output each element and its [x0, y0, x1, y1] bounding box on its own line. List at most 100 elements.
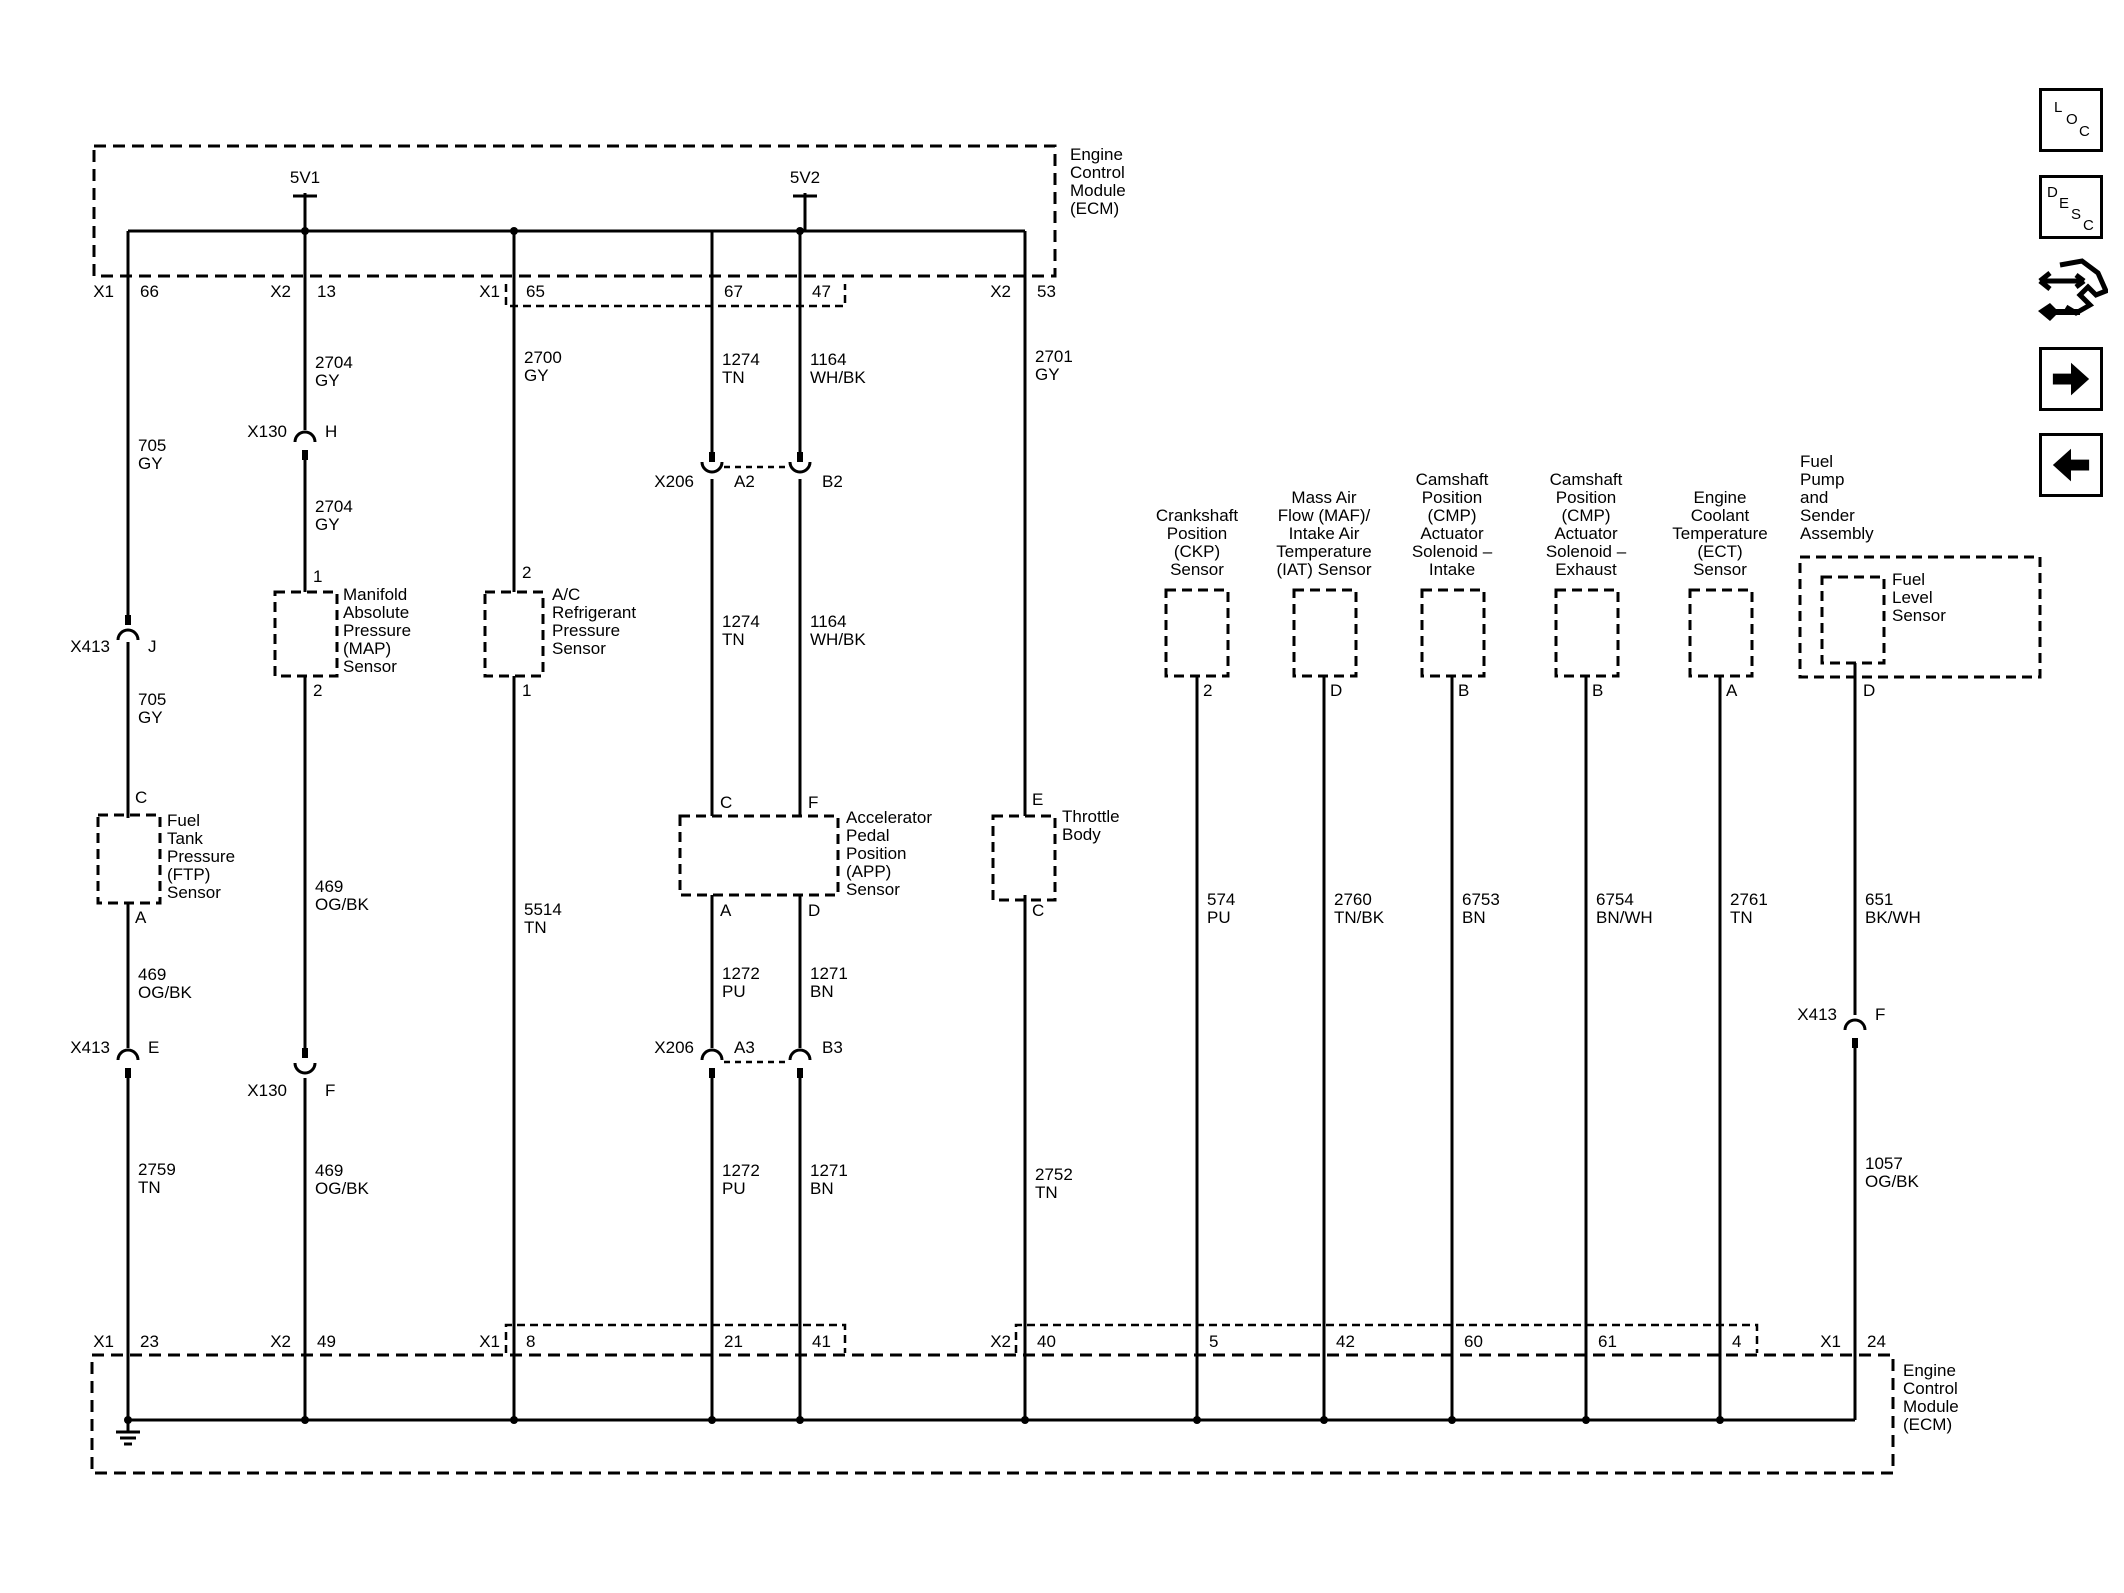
- wire-color-3: TN: [138, 1178, 161, 1197]
- bottom-pin-number-3: 21: [724, 1332, 743, 1351]
- wire-color-24: TN: [1730, 908, 1753, 927]
- supply-5v2: 5V2: [790, 168, 820, 187]
- component-label-0-line-0: Fuel: [167, 811, 200, 830]
- bottom-pin-number-9: 61: [1598, 1332, 1617, 1351]
- wire-color-2: OG/BK: [138, 983, 193, 1002]
- component-label-3-line-0: Accelerator: [846, 808, 932, 827]
- component-label-9-line-3: (ECT): [1697, 542, 1742, 561]
- component-label-4-line-0: Throttle: [1062, 807, 1120, 826]
- bottom-pin-number-2: 8: [526, 1332, 535, 1351]
- component-label-4-line-1: Body: [1062, 825, 1101, 844]
- inline-connector-name-0: X413: [70, 637, 110, 656]
- x1-pin-group-bottom: [504, 1323, 847, 1353]
- supply-5v1: 5V1: [290, 168, 320, 187]
- wire-circuit-4: 2704: [315, 353, 353, 372]
- component-label-8-line-4: Solenoid –: [1546, 542, 1627, 561]
- loc-letter-c: C: [2079, 123, 2090, 140]
- wire-circuit-5: 2704: [315, 497, 353, 516]
- top-pin-number-3: 67: [724, 282, 743, 301]
- bottom-pin-number-11: 24: [1867, 1332, 1886, 1351]
- inline-connector-pin-6: A3: [734, 1038, 755, 1057]
- wire-color-4: GY: [315, 371, 340, 390]
- bottom-pin-number-6: 5: [1209, 1332, 1218, 1351]
- inline-connector-name-4: X206: [654, 472, 694, 491]
- bottom-pin-connector-5: X2: [990, 1332, 1011, 1351]
- arrow-left-icon: [2052, 448, 2090, 482]
- component-label-5-line-2: (CKP): [1174, 542, 1220, 561]
- wire-color-25: BK/WH: [1865, 908, 1921, 927]
- component-6-pin-0: D: [1330, 681, 1342, 700]
- component-label-0-line-3: (FTP): [167, 865, 210, 884]
- desc-letter-e: E: [2059, 195, 2070, 212]
- component-label-9-line-1: Coolant: [1691, 506, 1750, 525]
- component-label-7-line-3: Actuator: [1420, 524, 1484, 543]
- component-label-3-line-2: Position: [846, 844, 906, 863]
- wire-circuit-8: 2700: [524, 348, 562, 367]
- wire-circuit-21: 2760: [1334, 890, 1372, 909]
- inline-connector-pin-7: B3: [822, 1038, 843, 1057]
- wire-color-26: OG/BK: [1865, 1172, 1920, 1191]
- wire-circuit-10: 1274: [722, 350, 760, 369]
- inline-connector-pin-0: J: [148, 637, 157, 656]
- wire-color-12: PU: [722, 982, 746, 1001]
- component-label-8-line-5: Exhaust: [1555, 560, 1617, 579]
- ecm-top-label-line-1: Control: [1070, 163, 1125, 182]
- wire-color-8: GY: [524, 366, 549, 385]
- next-page-button[interactable]: [2039, 347, 2103, 411]
- inline-connector-name-1: X413: [70, 1038, 110, 1057]
- desc-letter-c: C: [2083, 217, 2094, 234]
- wire-color-23: BN/WH: [1596, 908, 1653, 927]
- connector-tools-icon[interactable]: [2036, 255, 2110, 327]
- location-button[interactable]: L O C: [2039, 88, 2103, 152]
- wire-circuit-1: 705: [138, 690, 166, 709]
- component-label-8-line-0: Camshaft: [1550, 470, 1623, 489]
- component-label-6-line-1: Flow (MAF)/: [1278, 506, 1371, 525]
- loc-letter-o: O: [2066, 111, 2078, 128]
- component-label-2-line-1: Refrigerant: [552, 603, 636, 622]
- wire-circuit-19: 2752: [1035, 1165, 1073, 1184]
- wire-color-0: GY: [138, 454, 163, 473]
- wire-circuit-11: 1274: [722, 612, 760, 631]
- wire-color-20: PU: [1207, 908, 1231, 927]
- description-button[interactable]: D E S C: [2039, 175, 2103, 239]
- component-label-7-line-4: Solenoid –: [1412, 542, 1493, 561]
- inline-connector-pin-4: A2: [734, 472, 755, 491]
- wire-circuit-12: 1272: [722, 964, 760, 983]
- bottom-pin-number-5: 40: [1037, 1332, 1056, 1351]
- bottom-pin-number-7: 42: [1336, 1332, 1355, 1351]
- wire-circuit-2: 469: [138, 965, 166, 984]
- bottom-pin-connector-1: X2: [270, 1332, 291, 1351]
- wire-circuit-7: 469: [315, 1161, 343, 1180]
- component-label-5-line-1: Position: [1167, 524, 1227, 543]
- app-sensor-box: [678, 814, 840, 897]
- cmp-intake-solenoid-box: [1420, 588, 1486, 678]
- component-label-6-line-3: Temperature: [1276, 542, 1371, 561]
- previous-page-button[interactable]: [2039, 433, 2103, 497]
- top-pin-number-0: 66: [140, 282, 159, 301]
- wire-circuit-20: 574: [1207, 890, 1235, 909]
- ecm-top-label-line-2: Module: [1070, 181, 1126, 200]
- wire-color-10: TN: [722, 368, 745, 387]
- component-label-1-line-1: Absolute: [343, 603, 409, 622]
- ecm-top-box: [92, 144, 1057, 278]
- component-label-1-line-4: Sensor: [343, 657, 397, 676]
- top-pin-connector-2: X1: [479, 282, 500, 301]
- x1-pin-group-top: [504, 284, 847, 308]
- bottom-pin-connector-0: X1: [93, 1332, 114, 1351]
- top-pin-number-4: 47: [812, 282, 831, 301]
- component-2-pin-0: 2: [522, 563, 531, 582]
- component-label-10-line-2: and: [1800, 488, 1828, 507]
- inline-connector-pin-1: E: [148, 1038, 159, 1057]
- fuel-level-sensor-box: [1820, 575, 1886, 665]
- component-label-10-line-4: Assembly: [1800, 524, 1874, 543]
- component-10-pin-0: D: [1863, 681, 1875, 700]
- component-label-7-line-1: Position: [1422, 488, 1482, 507]
- component-label-3-line-3: (APP): [846, 862, 891, 881]
- component-label-6-line-2: Intake Air: [1289, 524, 1360, 543]
- component-label-5-line-0: Crankshaft: [1156, 506, 1238, 525]
- component-label-3-line-1: Pedal: [846, 826, 889, 845]
- bottom-pin-number-8: 60: [1464, 1332, 1483, 1351]
- component-3-pin-2: A: [720, 901, 732, 920]
- inline-connector-pin-3: F: [325, 1081, 335, 1100]
- desc-letter-d: D: [2047, 184, 2058, 201]
